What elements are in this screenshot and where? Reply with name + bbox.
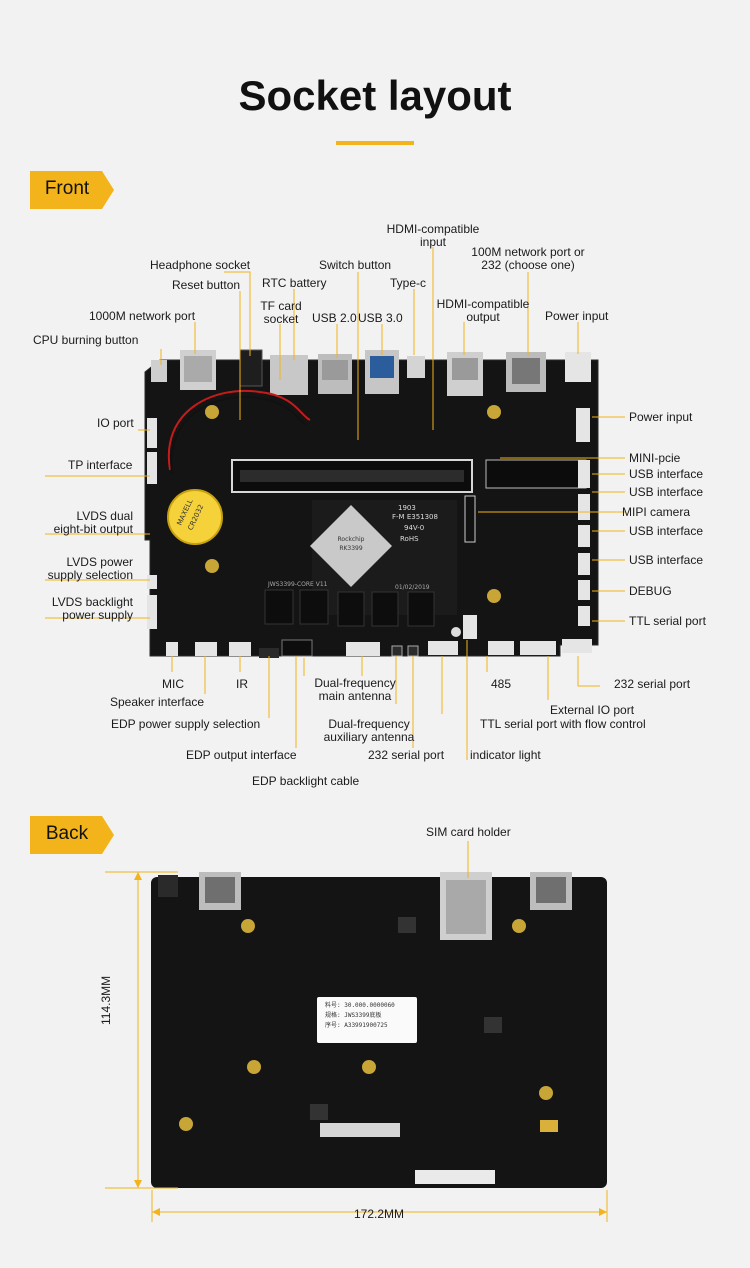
label-sim-card-holder: SIM card holder bbox=[426, 825, 511, 839]
label-reset-button: Reset button bbox=[172, 278, 241, 292]
label-tp-interface: TP interface bbox=[68, 458, 133, 472]
title-underline bbox=[336, 141, 414, 145]
back-mounting-holes bbox=[179, 919, 553, 1131]
page-title: Socket layout bbox=[238, 72, 512, 119]
label-edp-power-selection: EDP power supply selection bbox=[111, 717, 261, 731]
svg-text:RoHS: RoHS bbox=[400, 535, 419, 543]
ram-chips bbox=[264, 589, 435, 627]
label-usb-interface-1: USB interface bbox=[629, 467, 704, 481]
back-section-tag: Back bbox=[30, 816, 114, 854]
label-232-serial-right: 232 serial port bbox=[614, 677, 691, 691]
label-232-serial-bottom: 232 serial port bbox=[368, 748, 445, 762]
label-lvds-backlight-power: LVDS backlight power supply bbox=[51, 595, 133, 622]
label-hdmi-input: HDMI-compatible input bbox=[386, 222, 480, 249]
label-type-c: Type-c bbox=[390, 276, 427, 290]
label-width-dimension: 172.2MM bbox=[354, 1207, 405, 1221]
serial-sticker: 料号: 30.000.0000060 规格: JWS3399底板 序号: A33… bbox=[317, 997, 417, 1043]
label-power-input-right: Power input bbox=[629, 410, 693, 424]
back-section-label: Back bbox=[45, 823, 89, 844]
top-connectors bbox=[151, 349, 591, 396]
label-usb-interface-4: USB interface bbox=[629, 553, 704, 567]
label-edp-backlight-cable: EDP backlight cable bbox=[252, 774, 360, 788]
mounting-holes bbox=[205, 405, 501, 637]
label-main-antenna: Dual-frequency main antenna bbox=[314, 676, 396, 703]
bottom-connectors bbox=[166, 639, 592, 658]
sticker-text: 料号: 30.000.0000060 规格: JWS3399底板 序号: A33… bbox=[325, 1002, 395, 1029]
back-callout-lines bbox=[105, 841, 608, 1222]
label-hdmi-output: HDMI-compatible output bbox=[436, 297, 530, 324]
label-usb-30: USB 3.0 bbox=[358, 311, 403, 325]
dimension-arrows bbox=[134, 872, 607, 1216]
front-section-label: Front bbox=[44, 178, 90, 199]
label-indicator-light: indicator light bbox=[470, 748, 541, 762]
svg-text:JWS3399-CORE V11: JWS3399-CORE V11 bbox=[267, 581, 328, 588]
label-tf-card-socket: TF card socket bbox=[260, 299, 302, 326]
label-usb-interface-3: USB interface bbox=[629, 524, 704, 538]
front-callout-lines bbox=[45, 247, 625, 760]
svg-text:01/02/2019: 01/02/2019 bbox=[395, 584, 430, 591]
label-height-dimension: 114.3MM bbox=[99, 975, 113, 1025]
label-io-port: IO port bbox=[97, 416, 134, 430]
label-aux-antenna: Dual-frequency auxiliary antenna bbox=[323, 717, 415, 744]
label-mipi-camera: MIPI camera bbox=[622, 505, 691, 519]
svg-text:F-M E351308: F-M E351308 bbox=[392, 513, 438, 521]
label-ttl-serial-port: TTL serial port bbox=[629, 614, 706, 628]
rtc-battery-coin: MAXELL CR2032 bbox=[167, 489, 223, 545]
label-headphone-socket: Headphone socket bbox=[150, 258, 251, 272]
label-network-1000m: 1000M network port bbox=[89, 309, 196, 323]
label-lvds-dual-output: LVDS dual eight-bit output bbox=[53, 509, 133, 536]
label-debug: DEBUG bbox=[629, 584, 672, 598]
side-connectors bbox=[147, 408, 590, 639]
label-edp-output-interface: EDP output interface bbox=[186, 748, 297, 762]
label-cpu-burning-button: CPU burning button bbox=[33, 333, 139, 347]
front-section-tag: Front bbox=[30, 171, 114, 209]
label-switch-button: Switch button bbox=[319, 258, 392, 272]
svg-text:94V-0: 94V-0 bbox=[404, 524, 424, 532]
label-ttl-flow-control: TTL serial port with flow control bbox=[480, 717, 646, 731]
label-mic: MIC bbox=[162, 677, 184, 691]
label-network-100m: 100M network port or 232 (choose one) bbox=[471, 245, 585, 272]
svg-text:Rockchip: Rockchip bbox=[338, 536, 365, 543]
label-speaker-interface: Speaker interface bbox=[110, 695, 205, 709]
svg-text:RK3399: RK3399 bbox=[339, 545, 363, 552]
label-rtc-battery: RTC battery bbox=[262, 276, 327, 290]
label-power-input-top: Power input bbox=[545, 309, 609, 323]
label-usb-20: USB 2.0 bbox=[312, 311, 357, 325]
label-lvds-power-selection: LVDS power supply selection bbox=[47, 555, 133, 582]
label-485: 485 bbox=[491, 677, 512, 691]
svg-text:1903: 1903 bbox=[398, 504, 416, 512]
label-usb-interface-2: USB interface bbox=[629, 485, 704, 499]
label-external-io-port: External IO port bbox=[550, 703, 635, 717]
label-mini-pcie: MINI-pcie bbox=[629, 451, 681, 465]
label-ir: IR bbox=[236, 677, 248, 691]
